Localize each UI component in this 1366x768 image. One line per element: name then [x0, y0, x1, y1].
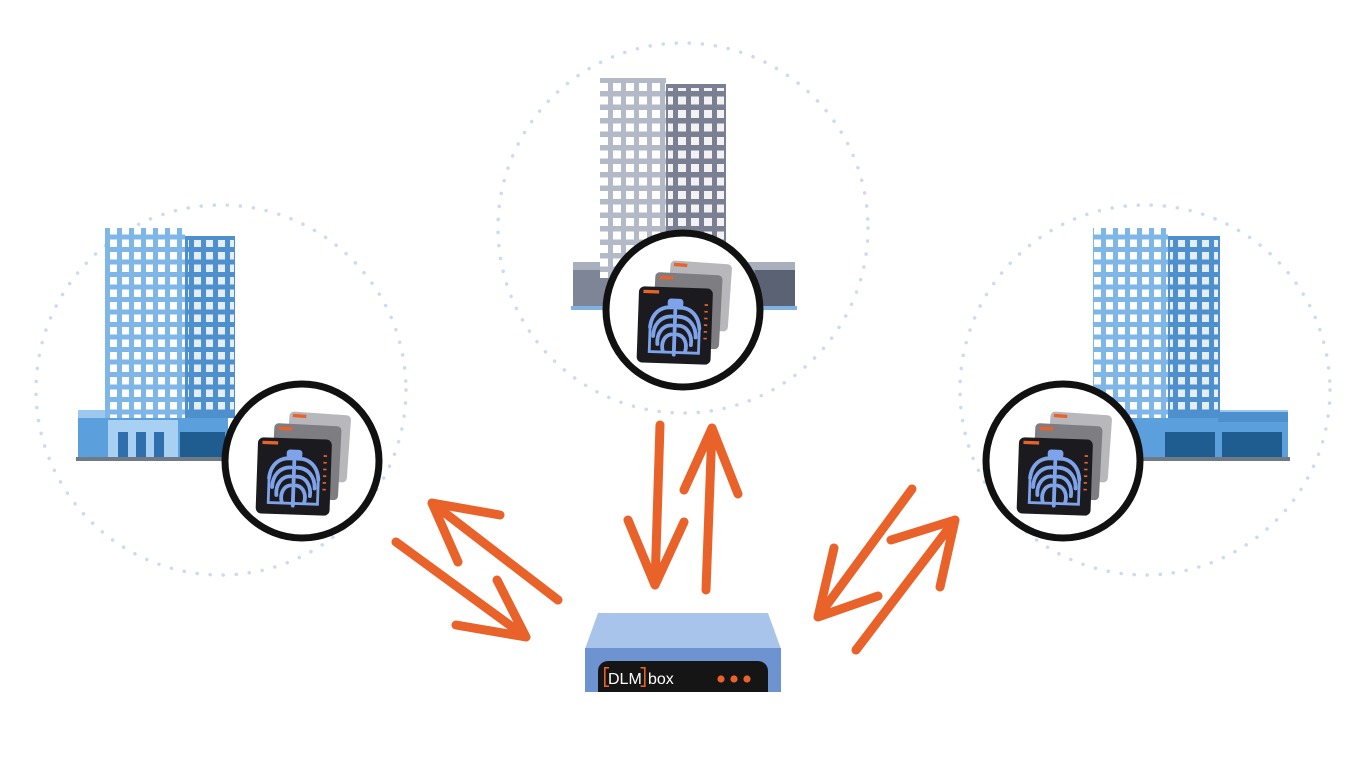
arrow-to-center-building — [679, 423, 743, 595]
coverage-ring-right — [958, 203, 1332, 577]
arrow-to-right-building — [851, 515, 960, 655]
arrow-to-device-left — [391, 537, 531, 642]
xray-badge-center — [602, 229, 764, 391]
arrow-to-device-center — [623, 420, 689, 590]
device-status-leds — [717, 675, 751, 683]
building-left-icon — [76, 228, 236, 461]
device-label: DLM box — [604, 667, 674, 688]
status-led-icon — [730, 675, 738, 683]
device-label-suffix: box — [648, 671, 674, 688]
dlm-box-device: DLM box — [585, 613, 781, 692]
arrow-to-left-building — [427, 498, 563, 605]
xray-badge-left — [221, 380, 383, 542]
building-right-icon — [1093, 228, 1290, 461]
arrow-pair-left — [391, 498, 563, 642]
coverage-ring-left — [34, 203, 408, 577]
coverage-ring-center — [496, 41, 870, 415]
arrow-pair-right — [813, 484, 960, 655]
status-led-icon — [717, 675, 725, 683]
status-led-icon — [743, 675, 751, 683]
device-label-prefix: DLM — [608, 671, 642, 688]
xray-badge-right — [982, 380, 1144, 542]
arrow-to-device-right — [813, 484, 917, 622]
arrow-pair-center — [623, 420, 743, 595]
